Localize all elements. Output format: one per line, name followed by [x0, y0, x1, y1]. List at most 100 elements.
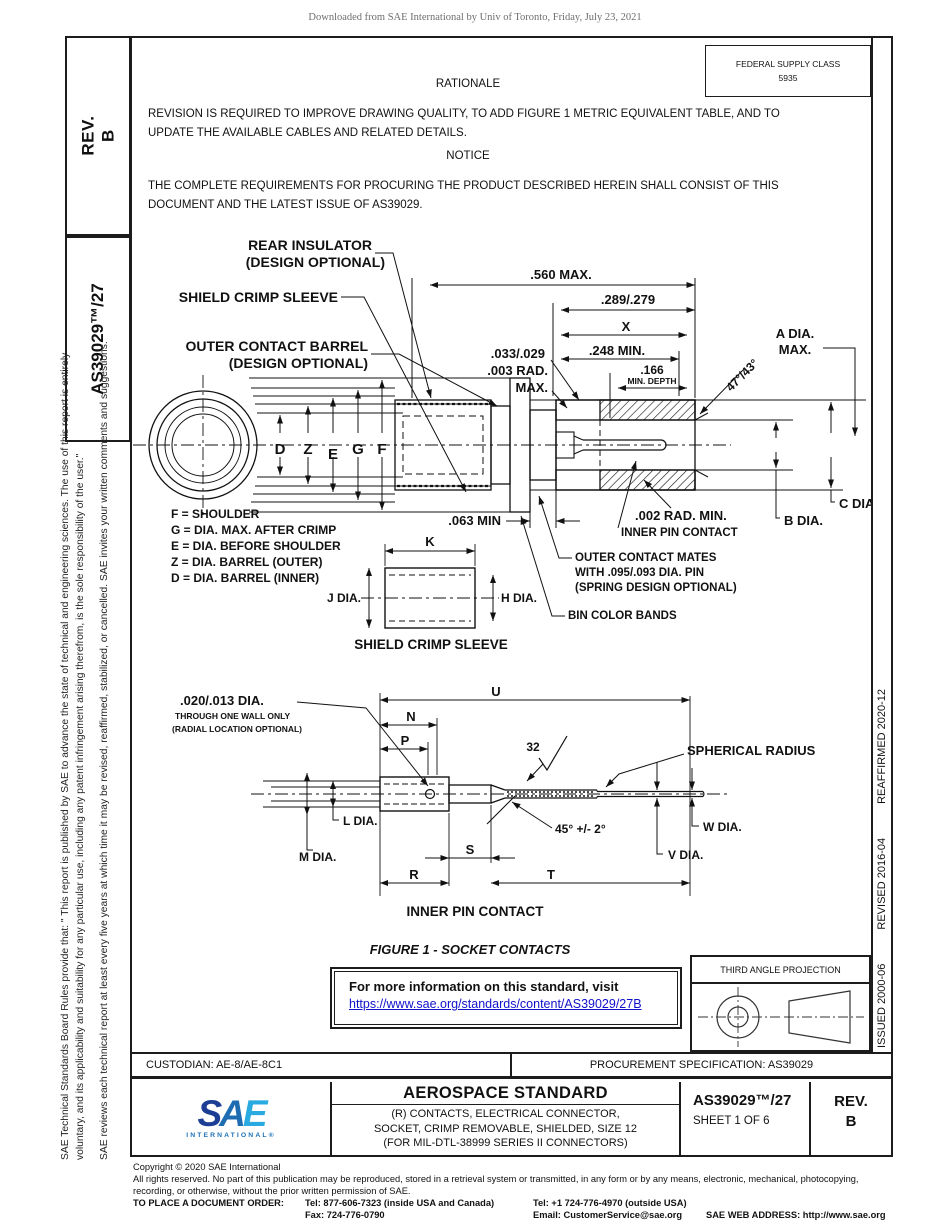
email-address: Email: CustomerService@sae.org: [533, 1210, 683, 1221]
dim-j-dia: J DIA.: [327, 591, 361, 605]
figure-1-caption: FIGURE 1 - SOCKET CONTACTS: [370, 942, 571, 957]
outer-barrel-label-1: OUTER CONTACT BARREL: [185, 338, 368, 354]
sae-logo-a: A: [219, 1093, 246, 1135]
rear-insulator-label-1: REAR INSULATOR: [248, 237, 372, 253]
notice-heading: NOTICE: [446, 150, 490, 162]
sae-logo-e: E: [242, 1093, 268, 1135]
more-info-text: For more information on this standard, v…: [349, 979, 619, 994]
sae-logo-s: S: [197, 1093, 222, 1135]
order-label: TO PLACE A DOCUMENT ORDER:: [133, 1198, 284, 1209]
figure-1-drawing: REAR INSULATOR (DESIGN OPTIONAL) SHIELD …: [133, 237, 871, 957]
dim-003-rad: .003 RAD.: [487, 363, 548, 378]
procurement-cell: PROCUREMENT SPECIFICATION: AS39029: [589, 1059, 814, 1071]
rationale-line-1: REVISION IS REQUIRED TO IMPROVE DRAWING …: [148, 108, 780, 120]
rear-insulator-label-2: (DESIGN OPTIONAL): [246, 254, 385, 270]
inner-pin-dimensions: [296, 697, 699, 886]
legend-g: G = DIA. MAX. AFTER CRIMP: [171, 523, 336, 537]
dim-166: .166: [640, 363, 664, 377]
hole-note-1: .020/.013 DIA.: [180, 693, 264, 708]
third-angle-projection-title: THIRD ANGLE PROJECTION: [692, 957, 869, 984]
more-info-box: For more information on this standard, v…: [330, 967, 682, 1029]
drawing-frame: [130, 36, 893, 1157]
download-watermark: Downloaded from SAE International by Uni…: [308, 12, 642, 23]
sae-logo: SAE INTERNATIONAL®: [132, 1082, 332, 1155]
sheet-number: SHEET 1 OF 6: [693, 1115, 770, 1127]
reaffirmed-date: REAFFIRMED 2020-12: [876, 688, 888, 804]
sidebar-rev-value: B: [98, 129, 117, 143]
order-contact-grid: TO PLACE A DOCUMENT ORDER: Tel: 877-606-…: [133, 1197, 903, 1221]
dim-letter-g: G: [352, 441, 364, 458]
spherical-radius-label: SPHERICAL RADIUS: [687, 743, 816, 758]
dim-w-dia: W DIA.: [703, 820, 742, 834]
sae-logo-international: INTERNATIONAL®: [186, 1131, 276, 1139]
revised-date: REVISED 2016-04: [876, 837, 888, 930]
dim-033-029: .033/.029: [491, 346, 545, 361]
socket-contact-side-view: [133, 375, 866, 515]
dim-u: U: [491, 684, 500, 699]
standard-link[interactable]: https://www.sae.org/standards/content/AS…: [349, 997, 642, 1011]
dim-letter-f: F: [377, 441, 386, 458]
dim-063-min: .063 MIN: [448, 513, 501, 528]
dim-248-min: .248 MIN.: [589, 343, 645, 358]
rationale-heading: RATIONALE: [435, 78, 501, 90]
sleeve-caption: SHIELD CRIMP SLEEVE: [354, 637, 508, 652]
subtitle-line-1: (R) CONTACTS, ELECTRICAL CONNECTOR,: [391, 1108, 620, 1120]
dim-289-279: .289/.279: [601, 292, 655, 307]
revision-strip-divider: [871, 36, 873, 1052]
dim-angle-47-43: 47°/43°: [723, 356, 761, 394]
mates-note-1: OUTER CONTACT MATES: [575, 552, 717, 564]
dim-letter-e: E: [328, 446, 338, 463]
bin-color-bands-label: BIN COLOR BANDS: [568, 610, 677, 622]
fax-number: Fax: 724-776-0790: [305, 1210, 385, 1221]
dim-c-dia: C DIA.: [839, 496, 871, 511]
legend-d: D = DIA. BARREL (INNER): [171, 571, 319, 585]
mates-note-3: (SPRING DESIGN OPTIONAL): [575, 582, 737, 594]
hole-note-2: THROUGH ONE WALL ONLY: [175, 711, 291, 721]
dim-k: K: [425, 534, 435, 549]
mates-note-2: WITH .095/.093 DIA. PIN: [575, 567, 704, 579]
inner-pin-contact-callout: INNER PIN CONTACT: [621, 527, 738, 539]
rev-value: B: [845, 1113, 857, 1131]
tel-outside: Tel: +1 724-776-4970 (outside USA): [533, 1198, 687, 1209]
outer-barrel-label-2: (DESIGN OPTIONAL): [229, 355, 368, 371]
dim-a-max: MAX.: [779, 342, 812, 357]
fsc-code: 5935: [778, 73, 798, 83]
dim-b-dia: B DIA.: [784, 513, 823, 528]
title-block-main: AEROSPACE STANDARD (R) CONTACTS, ELECTRI…: [332, 1082, 679, 1155]
copyright-block: Copyright © 2020 SAE International All r…: [133, 1161, 903, 1221]
dim-v-dia: V DIA.: [668, 848, 703, 862]
legal-line-3: SAE reviews each technical report at lea…: [98, 341, 110, 1160]
revision-history-strip: ISSUED 2000-06REVISED 2016-04REAFFIRMED …: [876, 616, 888, 1048]
inner-pin-caption: INNER PIN CONTACT: [407, 904, 545, 919]
sidebar-legal-text: SAE Technical Standards Board Rules prov…: [58, 268, 112, 1160]
dim-a-dia: A DIA.: [776, 326, 815, 341]
dim-560-max: .560 MAX.: [530, 267, 591, 282]
sidebar-spec-box: AS39029™/27: [65, 236, 131, 442]
custodian-cell: CUSTODIAN: AE-8/AE-8C1: [132, 1054, 512, 1076]
document-type-title: AEROSPACE STANDARD: [332, 1082, 679, 1105]
rationale-line-2: UPDATE THE AVAILABLE CABLES AND RELATED …: [148, 126, 467, 139]
title-block-rev-cell: REV. B: [809, 1082, 891, 1155]
document-number: AS39029™/27: [693, 1092, 792, 1109]
surface-finish-32: 32: [526, 740, 540, 754]
subtitle-line-3: (FOR MIL-DTL-38999 SERIES II CONNECTORS): [383, 1137, 628, 1150]
dim-r: R: [409, 867, 419, 882]
dim-h-dia: H DIA.: [501, 591, 537, 605]
hole-note-3: (RADIAL LOCATION OPTIONAL): [172, 724, 302, 734]
sae-logo-word: SAE: [197, 1095, 267, 1132]
third-angle-projection-box: THIRD ANGLE PROJECTION: [690, 955, 871, 1052]
shield-crimp-sleeve-label: SHIELD CRIMP SLEEVE: [179, 289, 338, 305]
document-subtitle: (R) CONTACTS, ELECTRICAL CONNECTOR, SOCK…: [332, 1105, 679, 1151]
sidebar-rev-box: REV. B: [65, 36, 131, 236]
dim-l-dia: L DIA.: [343, 814, 377, 828]
dim-s: S: [466, 842, 475, 857]
dim-n: N: [406, 709, 415, 724]
federal-supply-class-box: FEDERAL SUPPLY CLASS 5935: [705, 45, 871, 97]
socket-contact-dimensions: [277, 252, 858, 617]
rev-label: REV.: [834, 1093, 868, 1110]
title-block: SAE INTERNATIONAL® AEROSPACE STANDARD (R…: [132, 1082, 891, 1155]
dim-002-rad: .002 RAD. MIN.: [635, 508, 727, 523]
tel-inside: Tel: 877-606-7323 (inside USA and Canada…: [305, 1198, 495, 1209]
title-block-sheet-cell: AS39029™/27 SHEET 1 OF 6: [679, 1082, 809, 1155]
